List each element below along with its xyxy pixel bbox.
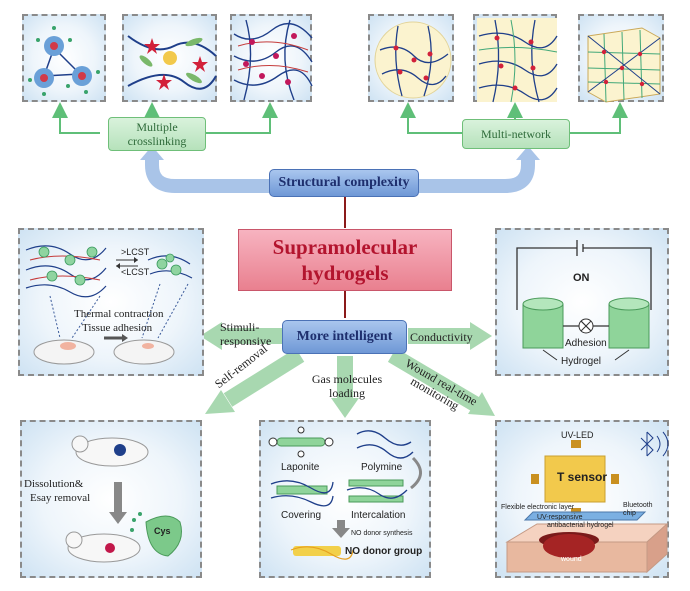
multi-network-text: Multi-network bbox=[481, 127, 551, 141]
central-title: Supramolecular hydrogels bbox=[272, 235, 418, 285]
panel-wound-monitoring: UV-LED T sensor Flexible electronic laye… bbox=[495, 420, 669, 578]
label-polymine: Polymine bbox=[361, 462, 403, 473]
label-hydrogel: Hydrogel bbox=[561, 356, 602, 367]
node-more-intelligent: More intelligent bbox=[282, 320, 407, 354]
label-t-sensor: T sensor bbox=[557, 470, 608, 484]
label-uv-responsive: UV-responsive bbox=[537, 514, 583, 521]
panel-thermal-contraction: >LCST <LCST Thermal contraction Tissue a… bbox=[18, 228, 204, 376]
label-cys: Cys bbox=[154, 526, 171, 536]
label-stimuli-responsive: Stimuli-responsive bbox=[220, 320, 272, 348]
self-removal-illustration bbox=[65, 435, 182, 563]
label-adhesion: Adhesion bbox=[565, 338, 607, 349]
multiple-interaction-illustration bbox=[127, 35, 217, 90]
panel-dense-network bbox=[230, 14, 313, 102]
label-no-donor-group: NO donor group bbox=[345, 546, 423, 557]
triple-network-illustration bbox=[587, 27, 661, 103]
label-wound: wound bbox=[561, 556, 582, 563]
panel-double-network bbox=[473, 14, 558, 103]
self-removal-caption-2: Esay removal bbox=[30, 492, 91, 504]
label-multi-network: Multi-network bbox=[462, 119, 570, 149]
label-antibacterial-hydrogel: antibacterial hydrogel bbox=[547, 522, 614, 529]
label-below-lcst: <LCST bbox=[121, 267, 150, 277]
label-bluetooth-chip: Bluetooth chip bbox=[623, 502, 653, 517]
wound-monitoring-illustration bbox=[505, 431, 669, 574]
panel-micelle-crosslink bbox=[22, 14, 106, 102]
gas-loading-illustration bbox=[268, 426, 422, 560]
panel-conductivity: ON Adhesion Hydrogel bbox=[495, 228, 669, 376]
label-uv-led: UV-LED bbox=[561, 430, 594, 440]
self-removal-caption-1: Dissolution& bbox=[24, 478, 84, 490]
micelle-crosslink-illustration bbox=[28, 26, 100, 96]
thermal-contraction-illustration bbox=[25, 245, 193, 365]
label-above-lcst: >LCST bbox=[121, 247, 150, 257]
label-no-donor-synthesis: NO donor synthesis bbox=[351, 530, 413, 537]
label-laponite: Laponite bbox=[281, 462, 320, 473]
node-supramolecular-hydrogels: Supramolecular hydrogels bbox=[238, 229, 452, 291]
label-gas-molecules-loading: Gas molecules loading bbox=[311, 372, 383, 400]
label-intercalation: Intercalation bbox=[351, 510, 406, 521]
panel-gas-loading: Laponite Polymine Covering Intercalation… bbox=[259, 420, 431, 578]
single-network-illustration bbox=[374, 21, 452, 99]
double-network-illustration bbox=[477, 18, 558, 103]
thermal-caption-1: Thermal contraction bbox=[74, 308, 164, 320]
multiple-crosslinking-text: Multiple crosslinking bbox=[127, 120, 187, 148]
label-flexible-layer: Flexible electronic layer bbox=[501, 504, 575, 511]
panel-triple-network bbox=[578, 14, 664, 103]
panel-single-network bbox=[368, 14, 454, 102]
structural-complexity-text: Structural complexity bbox=[278, 175, 410, 190]
node-structural-complexity: Structural complexity bbox=[269, 169, 419, 197]
panel-multiple-interaction bbox=[122, 14, 217, 102]
dense-network-illustration bbox=[233, 19, 313, 101]
label-multiple-crosslinking: Multiple crosslinking bbox=[108, 117, 206, 151]
label-conductivity: Conductivity bbox=[410, 330, 473, 344]
blue-arrow-left bbox=[145, 158, 272, 193]
label-covering: Covering bbox=[281, 510, 322, 521]
label-on: ON bbox=[573, 272, 590, 284]
panel-self-removal: Dissolution& Esay removal Cys bbox=[20, 420, 202, 578]
blue-arrow-right bbox=[418, 158, 535, 193]
conductivity-circuit-illustration bbox=[516, 240, 652, 361]
more-intelligent-text: More intelligent bbox=[296, 329, 393, 344]
thermal-caption-2: Tissue adhesion bbox=[82, 322, 153, 334]
